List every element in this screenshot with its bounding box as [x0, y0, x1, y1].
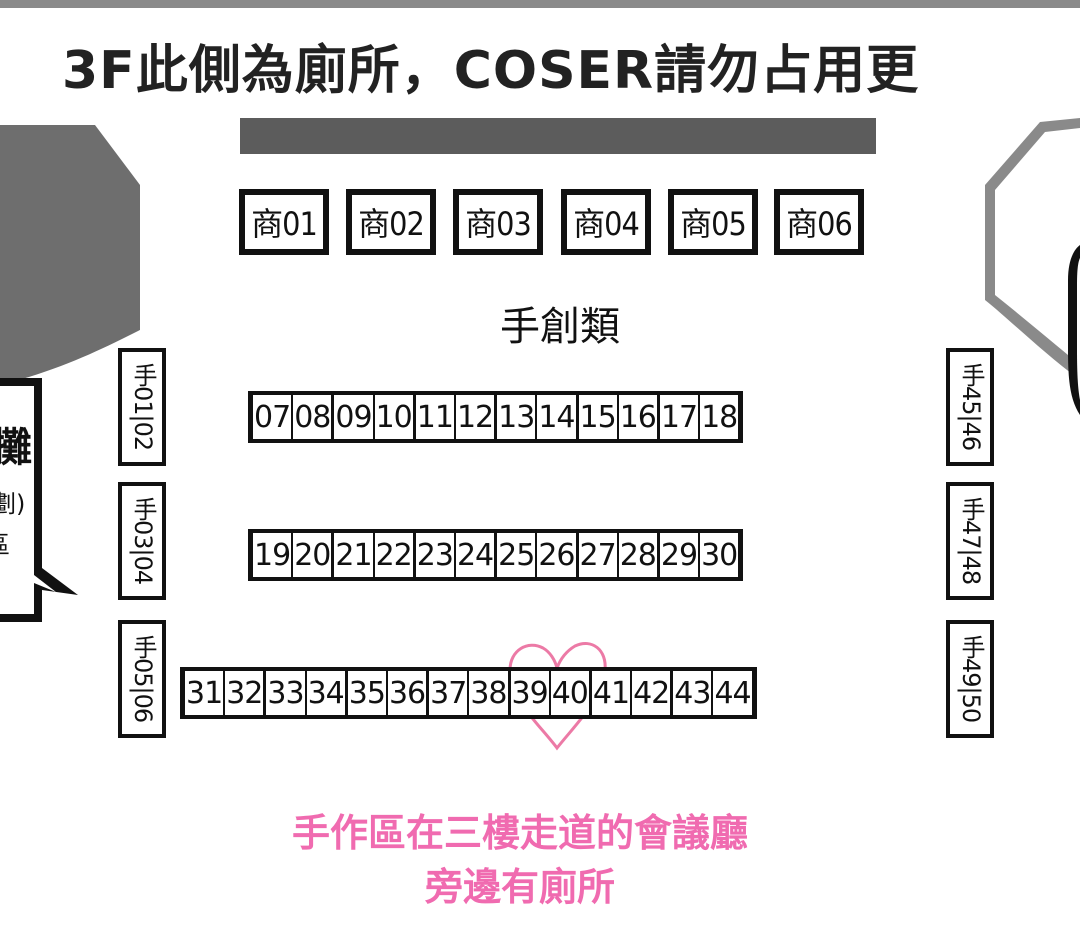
side-booth: 手45|46	[946, 348, 994, 466]
booth-number: 44	[711, 671, 752, 715]
booth-number: 30	[698, 533, 738, 577]
booth-number: 10	[372, 395, 413, 439]
booth-number: 19	[254, 537, 291, 573]
side-booth: 手47|48	[946, 482, 994, 600]
booth-number: 43	[674, 675, 711, 711]
booth-number: 32	[223, 671, 263, 715]
shop-booth: 商05	[668, 189, 758, 255]
booth-number: 21	[335, 537, 372, 573]
shop-booth-label: 商02	[351, 194, 431, 250]
shop-booth-label: 商04	[566, 194, 646, 250]
booth-number: 42	[630, 671, 670, 715]
shop-booth: 商02	[346, 189, 436, 255]
booth-number: 08	[291, 395, 331, 439]
side-booth: 手49|50	[946, 620, 994, 738]
shop-booth-label: 商03	[458, 194, 538, 250]
left-gray-region	[0, 125, 140, 385]
booth-number: 28	[616, 533, 657, 577]
booth-number: 40	[548, 671, 589, 715]
side-booth-label: 手45|46	[950, 352, 990, 462]
booth-number: 15	[579, 399, 617, 435]
booth-number: 29	[660, 537, 698, 573]
booth-number: 17	[660, 399, 698, 435]
side-booth: 手05|06	[118, 620, 166, 738]
booth-number: 26	[535, 533, 576, 577]
side-booth: 手03|04	[118, 482, 166, 600]
side-booth-label: 手01|02	[122, 352, 162, 462]
booth-number: 22	[372, 533, 413, 577]
shop-booth: 商04	[561, 189, 651, 255]
booth-number: 38	[467, 671, 508, 715]
booth-number: 39	[511, 675, 549, 711]
shop-booth-label: 商01	[244, 194, 324, 250]
booth-number: 23	[416, 537, 454, 573]
booth-number: 41	[592, 675, 630, 711]
note-line-1: 手作區在三樓走道的會議廳	[291, 811, 748, 855]
stage-bar	[240, 118, 876, 154]
page-title: 3F此側為廁所，COSER請勿占用更	[62, 41, 920, 101]
shop-booth: 商03	[453, 189, 543, 255]
booth-number: 12	[453, 395, 494, 439]
booth-number: 14	[535, 395, 576, 439]
booth-number: 07	[254, 399, 291, 435]
booth-number: 13	[498, 399, 535, 435]
booth-number: 25	[498, 537, 535, 573]
booth-number: 33	[267, 675, 304, 711]
booth-number: 34	[304, 671, 345, 715]
side-booth-label: 手49|50	[950, 624, 990, 734]
callout-label-2: 劃)	[0, 490, 26, 518]
shop-booth: 商01	[239, 189, 329, 255]
callout-label-3: 區	[0, 525, 10, 560]
shop-booth-label: 商05	[673, 194, 753, 250]
shop-booth: 商06	[774, 189, 864, 255]
callout-label-1: 攤	[0, 425, 32, 471]
booth-number: 16	[616, 395, 657, 439]
booth-number: 31	[186, 675, 223, 711]
side-booth-label: 手03|04	[122, 486, 162, 596]
booth-number: 24	[453, 533, 494, 577]
note-line-2: 旁邊有廁所	[424, 865, 615, 909]
side-booth-label: 手05|06	[122, 624, 162, 734]
booth-number: 09	[335, 399, 372, 435]
booth-number: 18	[698, 395, 738, 439]
shop-booth-label: 商06	[779, 194, 859, 250]
top-border	[0, 0, 1080, 8]
booth-number: 36	[385, 671, 426, 715]
category-label: 手創類	[500, 304, 620, 350]
booth-number: 27	[579, 537, 617, 573]
booth-number: 35	[348, 675, 386, 711]
booth-number: 11	[416, 399, 454, 435]
side-booth: 手01|02	[118, 348, 166, 466]
side-booth-label: 手47|48	[950, 486, 990, 596]
booth-number: 20	[291, 533, 331, 577]
booth-number: 37	[430, 675, 467, 711]
